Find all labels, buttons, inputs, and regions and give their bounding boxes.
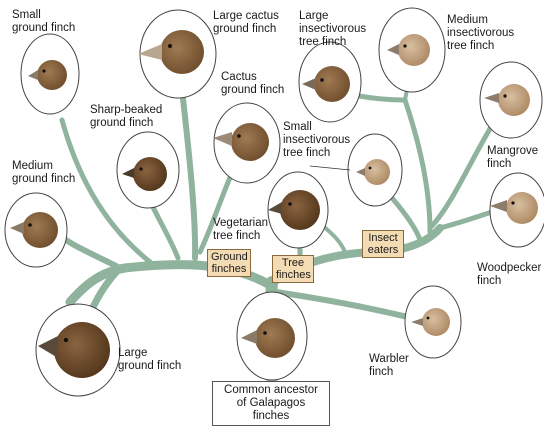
label-large-ground-finch: Large ground finch	[118, 347, 181, 373]
common-ancestor-label: Common ancestor of Galapagos finches	[212, 381, 330, 426]
label-mangrove-finch: Mangrove finch	[487, 145, 538, 171]
label-small-insectivorous-tree-finch: Small insectivorous tree finch	[283, 121, 350, 160]
label-large-cactus-ground-finch: Large cactus ground finch	[213, 10, 279, 36]
label-cactus-ground-finch: Cactus ground finch	[221, 71, 284, 97]
label-sharp-beaked-ground-finch: Sharp-beaked ground finch	[90, 104, 162, 130]
label-large-insectivorous-tree-finch: Large insectivorous tree finch	[299, 10, 366, 49]
finch-phylogeny-diagram: Small ground finch Large cactus ground f…	[0, 0, 544, 414]
label-medium-ground-finch: Medium ground finch	[12, 160, 75, 186]
group-tree-finches: Tree finches	[272, 255, 314, 283]
group-ground-finches: Ground finches	[207, 249, 251, 277]
label-woodpecker-finch: Woodpecker finch	[477, 262, 541, 288]
label-vegetarian-tree-finch: Vegetarian tree finch	[213, 217, 268, 243]
label-medium-insectivorous-tree-finch: Medium insectivorous tree finch	[447, 14, 514, 53]
label-small-ground-finch: Small ground finch	[12, 9, 75, 35]
label-warbler-finch: Warbler finch	[369, 353, 409, 379]
group-insect-eaters: Insect eaters	[362, 230, 404, 258]
tree-branches	[0, 0, 544, 414]
